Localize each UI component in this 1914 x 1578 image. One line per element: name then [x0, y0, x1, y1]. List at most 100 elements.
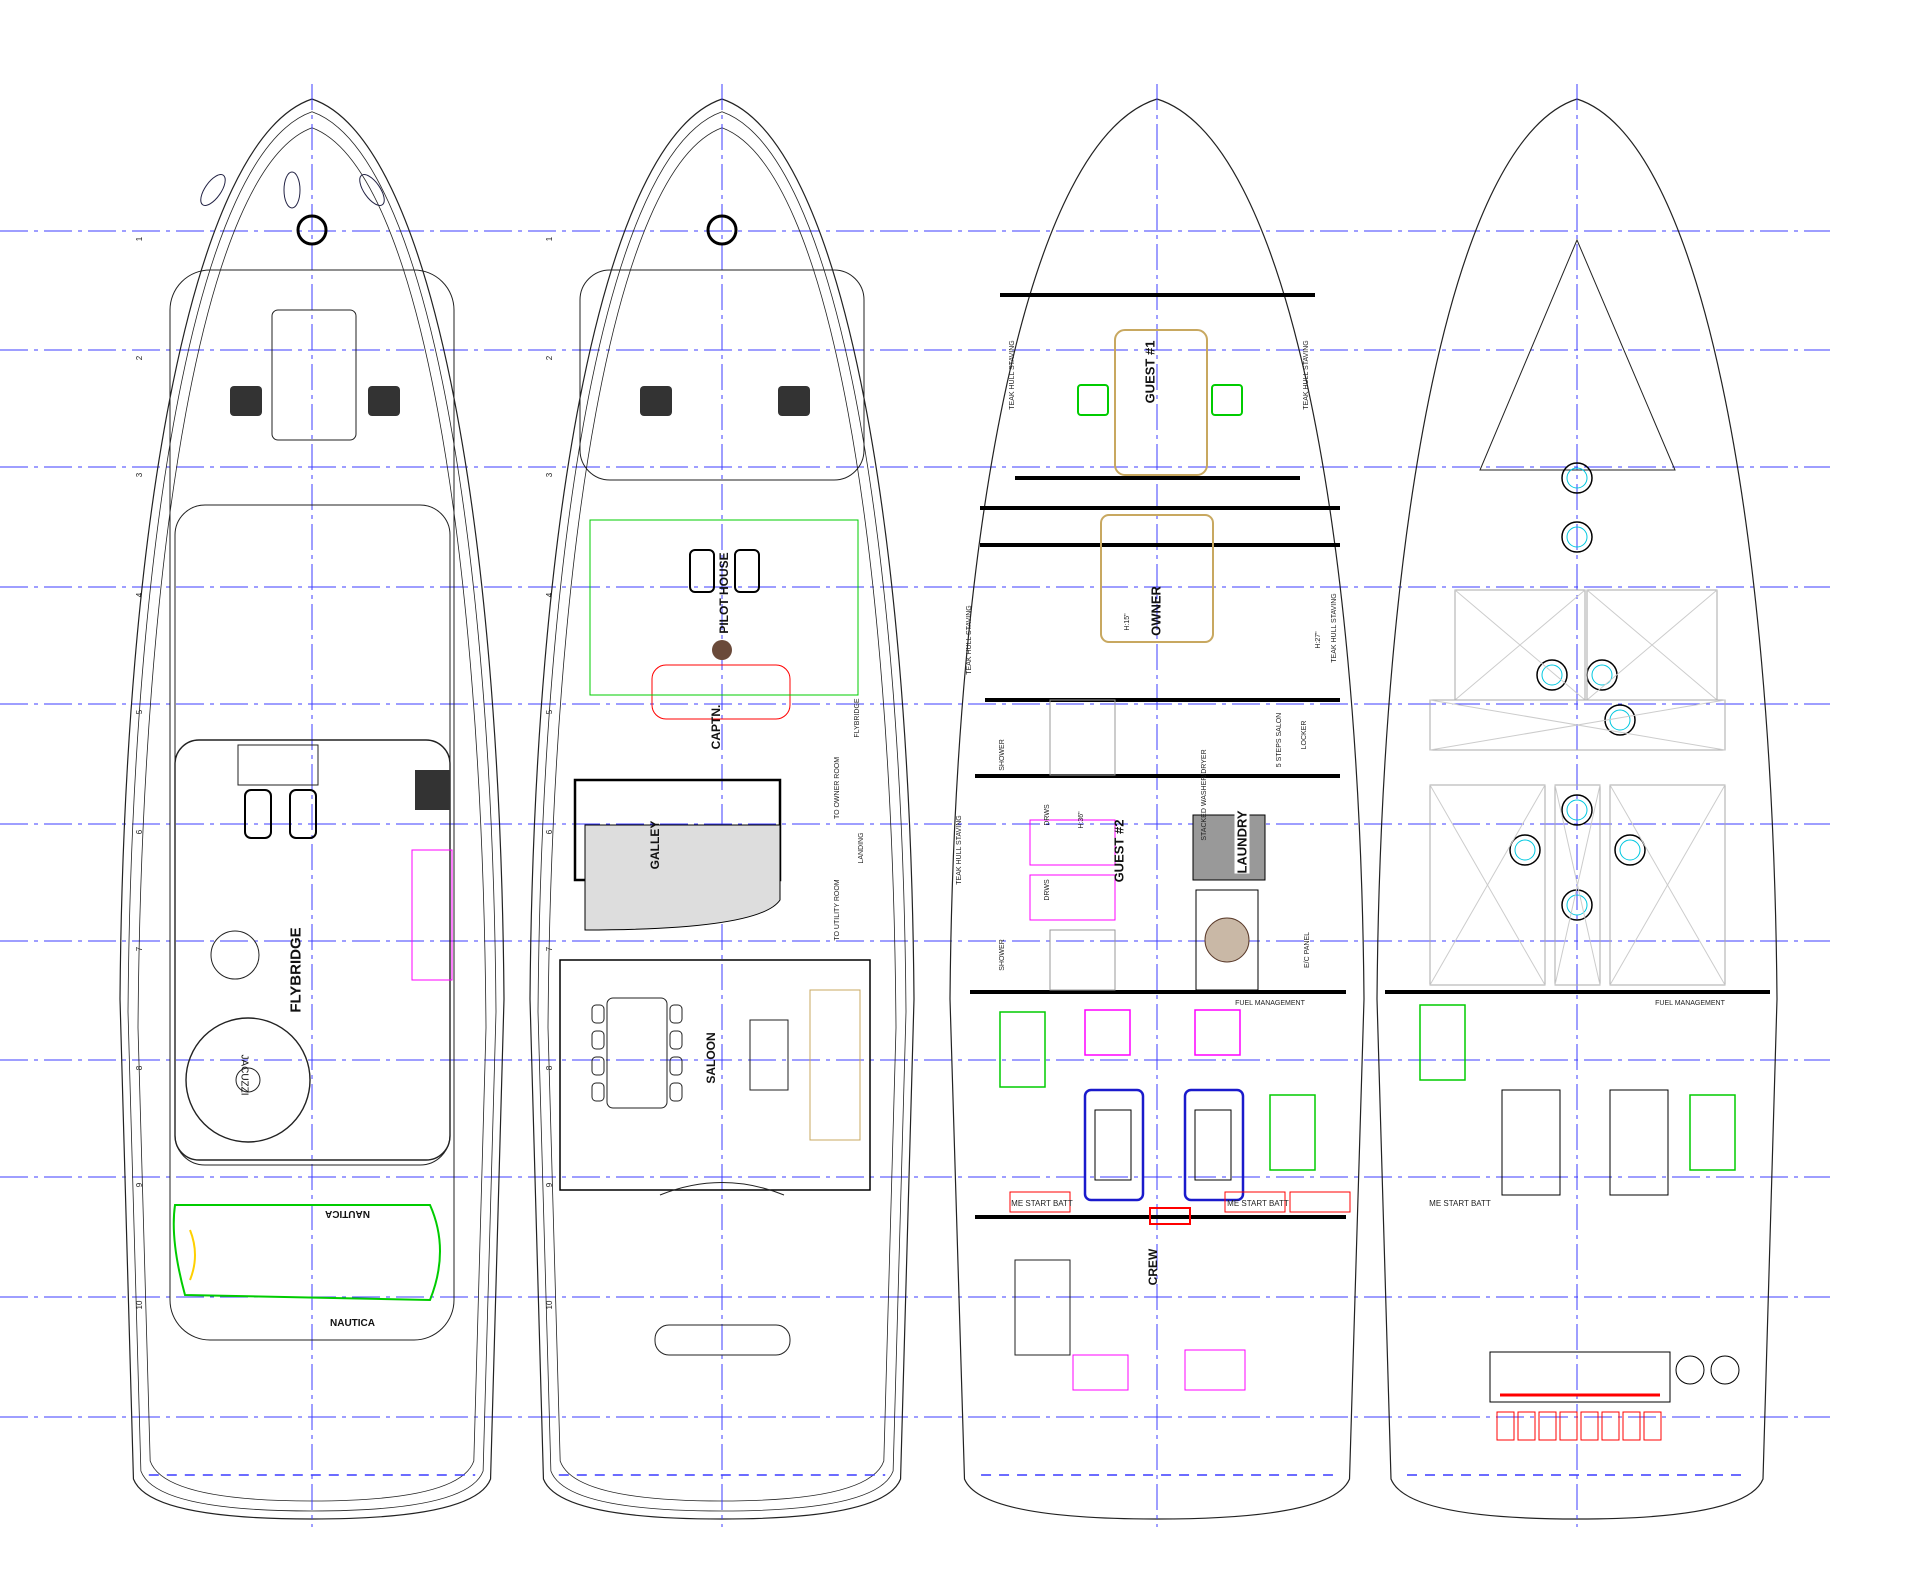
- label-teak-staving-2: TEAK HULL STAVING: [1303, 340, 1310, 410]
- tank-gauge-inner: [1566, 894, 1588, 916]
- station-number: 5: [545, 709, 554, 715]
- label-h15: H:15": [1124, 613, 1131, 631]
- battery-box: [1009, 1191, 1071, 1213]
- captain-chair: [734, 549, 760, 593]
- generator: [1419, 1004, 1466, 1081]
- tank: [1429, 784, 1546, 986]
- station-number: 5: [135, 709, 144, 715]
- flybridge-cabinet: [411, 849, 453, 981]
- tank-gauge-inner: [1566, 799, 1588, 821]
- station-number: 1: [545, 236, 554, 242]
- main-engine: [1183, 1088, 1245, 1202]
- label-drawers-1: DRWS: [1044, 804, 1051, 826]
- pilot-settee: [651, 664, 791, 720]
- label-tank-start-batt: ME START BATT: [1429, 1199, 1491, 1208]
- generator: [1689, 1094, 1736, 1171]
- station-number: 2: [545, 355, 554, 361]
- bilge-pump-box: [1643, 1411, 1662, 1441]
- station-number: 7: [545, 946, 554, 952]
- saloon-door: [659, 1182, 785, 1196]
- label-teak-staving-4: TEAK HULL STAVING: [956, 815, 963, 885]
- bilge-pump-box: [1601, 1411, 1620, 1441]
- cockpit-bench: [654, 1324, 791, 1356]
- dining-chair: [591, 1030, 605, 1050]
- label-tender-bottom: NAUTICA: [330, 1318, 375, 1329]
- tank-gauge: [1509, 834, 1541, 866]
- hatch: [368, 386, 400, 416]
- windlass: [706, 214, 738, 246]
- tank: [1554, 784, 1601, 986]
- dining-chair: [669, 1082, 683, 1102]
- label-saloon: SALOON: [704, 1032, 718, 1084]
- bilge-pump-box: [1580, 1411, 1599, 1441]
- tank-gauge-inner: [1541, 664, 1563, 686]
- dining-table: [606, 997, 668, 1109]
- helm-chair: [289, 789, 317, 839]
- hatch: [230, 386, 262, 416]
- main-engine: [1501, 1089, 1561, 1196]
- dining-chair: [669, 1030, 683, 1050]
- flybridge-bar-area: [174, 739, 451, 1161]
- jacuzzi: [185, 1017, 311, 1143]
- guest1-bed: [1114, 329, 1208, 476]
- main-engine: [1609, 1089, 1669, 1196]
- round-table: [210, 930, 260, 980]
- label-laundry: LAUNDRY: [1234, 810, 1250, 874]
- hatch: [640, 386, 672, 416]
- owner-bed: [1100, 514, 1214, 643]
- bilge-pump-box: [1496, 1411, 1515, 1441]
- hull-inner-line: [537, 111, 907, 1512]
- stair-landing: [1195, 889, 1259, 991]
- fuel-filter: [1710, 1355, 1740, 1385]
- star-inlay: [1204, 917, 1250, 963]
- generator: [999, 1011, 1046, 1088]
- jacuzzi-drain: [235, 1067, 261, 1093]
- tank-cross: [1429, 699, 1726, 751]
- label-teak-staving-1: TEAK HULL STAVING: [1009, 340, 1016, 410]
- label-drawers-2: DRWS: [1044, 879, 1051, 901]
- label-steps: 5 STEPS SALON: [1276, 712, 1283, 768]
- station-number: 3: [545, 472, 554, 478]
- coffee-table: [749, 1019, 789, 1091]
- label-flybridge-stair: FLYBRIDGE: [854, 698, 861, 738]
- hull-inner-line: [127, 111, 497, 1512]
- laundry-floor: [1192, 814, 1266, 881]
- label-captain: CAPTN.: [709, 704, 723, 750]
- nightstand: [1077, 384, 1109, 416]
- tank-cross: [1429, 784, 1546, 986]
- station-number: 9: [135, 1182, 144, 1188]
- galley-floor-tile: [584, 824, 781, 931]
- tank: [1609, 784, 1726, 986]
- saloon-room: [559, 959, 871, 1191]
- label-start-batt-1: ME START BATT: [1011, 1199, 1073, 1208]
- station-number: 4: [545, 592, 554, 598]
- hatch: [778, 386, 810, 416]
- station-number: 10: [135, 1300, 144, 1310]
- station-number: 9: [545, 1182, 554, 1188]
- battery-box: [1289, 1191, 1351, 1213]
- crew-bunk: [1014, 1259, 1071, 1356]
- tank-cross: [1454, 589, 1586, 701]
- compass-rose: [712, 640, 732, 660]
- pump-unit: [1194, 1009, 1241, 1056]
- label-to-utility-room: TO UTILITY ROOM: [834, 879, 841, 941]
- watertight-door: [1149, 1207, 1191, 1225]
- forepeak-tank: [1479, 238, 1676, 471]
- tank-gauge-inner: [1619, 839, 1641, 861]
- station-number: 6: [135, 829, 144, 835]
- label-tank-fuel-management: FUEL MANAGEMENT: [1655, 1000, 1725, 1007]
- engine-block: [1094, 1109, 1132, 1181]
- tank-cross: [1554, 784, 1601, 986]
- sunpad: [271, 309, 357, 441]
- tank-gauge-inner: [1591, 664, 1613, 686]
- station-number: 2: [135, 355, 144, 361]
- tank-gauge-inner: [1514, 839, 1536, 861]
- station-number: 8: [545, 1065, 554, 1071]
- label-landing: LANDING: [858, 832, 865, 864]
- tank-gauge: [1561, 521, 1593, 553]
- station-number: 4: [135, 592, 144, 598]
- saloon-sofa: [809, 989, 861, 1141]
- bilge-pump-box: [1559, 1411, 1578, 1441]
- anchor: [200, 174, 226, 206]
- label-guest-2: GUEST #2: [1111, 819, 1127, 883]
